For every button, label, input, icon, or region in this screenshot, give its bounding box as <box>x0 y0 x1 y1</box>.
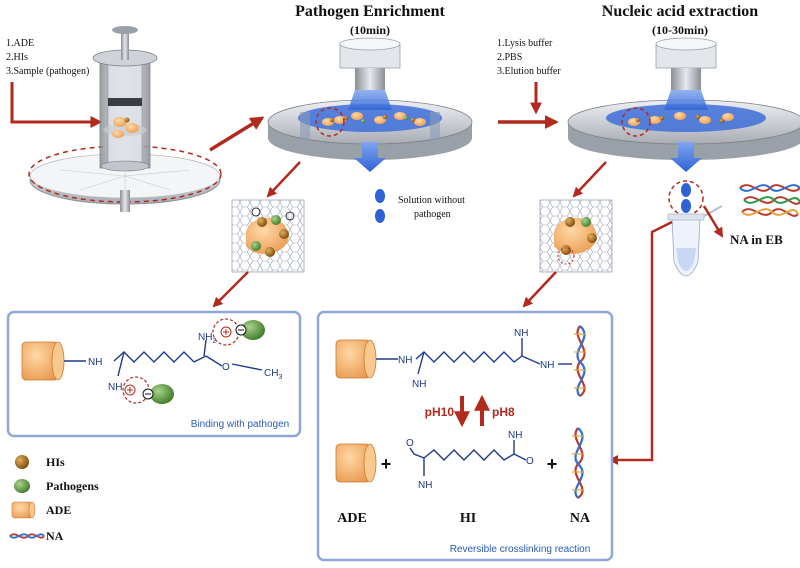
legend-label-na: NA <box>46 529 64 543</box>
mid-input-2: 2.PBS <box>497 52 522 63</box>
eluate-drop-1 <box>681 183 691 197</box>
rev-atom-o1: O <box>406 438 414 449</box>
waste-label-1: Solution without <box>398 195 465 206</box>
legend-label-ade: ADE <box>46 503 71 517</box>
binding-caption: Binding with pathogen <box>191 419 289 430</box>
waste-drop-2 <box>375 209 385 223</box>
collection-tube <box>667 205 723 277</box>
plunger-seal <box>108 98 142 106</box>
left-input-3: 3.Sample (pathogen) <box>6 66 89 77</box>
extraction-title: Nucleic acid extraction <box>602 3 759 20</box>
arrow-to-enrichment <box>209 116 265 152</box>
enrichment-title: Pathogen Enrichment <box>295 3 445 20</box>
waste-drop-1 <box>375 189 385 203</box>
rev-atom-nh-right: NH <box>540 360 554 371</box>
rev-atom-o2: O <box>526 456 534 467</box>
dna-helix-icon <box>9 533 45 539</box>
eluate-drop-2 <box>681 199 691 213</box>
eluate-highlight <box>668 180 704 216</box>
legend-label-his: HIs <box>46 455 65 469</box>
arrow-tube-to-na <box>608 220 673 465</box>
plunger-knob <box>112 26 138 34</box>
extraction-filter-disk <box>567 37 800 172</box>
arrow-to-na-in-eb <box>702 205 724 238</box>
waste-label-2: pathogen <box>414 209 451 220</box>
pathogen-top <box>241 320 265 340</box>
dna-cluster-icon <box>739 184 800 217</box>
pathogen-ellipse-icon <box>14 479 30 493</box>
enrichment-filter-disk <box>267 37 473 172</box>
binding-ade-cylinder-icon <box>21 341 65 381</box>
reversible-caption: Reversible crosslinking reaction <box>450 544 591 555</box>
syringe-device <box>28 26 222 212</box>
binding-panel: NH NH NH2 O CH3 Binding with pathogen <box>6 310 302 438</box>
mid-input-3: 3.Elution buffer <box>497 66 561 77</box>
left-input-list: 1.ADE 2.HIs 3.Sample (pathogen) <box>6 38 89 77</box>
rev-label-hi: HI <box>460 511 476 526</box>
arrow-to-reversible-panel <box>522 271 557 308</box>
rev-atom-nh1: NH <box>398 355 412 366</box>
rev-label-na: NA <box>570 511 591 526</box>
mid-input-1: 1.Lysis buffer <box>497 38 553 49</box>
binding-atom-ch3: CH3 <box>264 368 282 381</box>
ade-cylinder-icon <box>11 501 36 519</box>
rev-ade-cylinder-bottom-icon <box>335 443 377 483</box>
legend-label-pathogens: Pathogens <box>46 479 99 493</box>
mid-input-list: 1.Lysis buffer 2.PBS 3.Elution buffer <box>497 38 561 77</box>
left-input-2: 2.HIs <box>6 52 28 63</box>
rev-atom-nh-imine: NH <box>412 379 426 390</box>
legend: HIs Pathogens ADE NA <box>9 455 99 543</box>
rev-atom-nh-bottom-left: NH <box>418 480 432 491</box>
plunger-rod <box>121 30 129 60</box>
binding-backbone <box>64 351 195 363</box>
ph10-label: pH10 <box>425 405 455 419</box>
pathogen-bottom <box>150 384 174 404</box>
reversible-panel: NH NH NH NH pH10 pH8 + O NH NH O + <box>316 310 614 562</box>
rev-dna-bottom-icon <box>572 427 584 499</box>
rev-ade-cylinder-top-icon <box>335 339 377 379</box>
rev-label-ade: ADE <box>337 511 367 526</box>
rev-plus-1: + <box>381 454 392 474</box>
rev-atom-nh-top: NH <box>514 328 528 339</box>
inset-enrichment <box>231 199 305 273</box>
rev-dna-top-icon <box>574 325 586 397</box>
arrow-to-inset-left <box>266 161 301 198</box>
arrow-to-binding-panel <box>212 271 249 308</box>
his-ball-icon <box>15 455 29 469</box>
enrichment-time: (10min) <box>350 23 390 37</box>
base-disk-highlight <box>28 145 222 203</box>
binding-atom-nh-plus: NH <box>108 382 122 393</box>
left-input-arrow <box>10 82 103 128</box>
inset-extraction <box>539 199 613 273</box>
binding-atom-nh-left: NH <box>88 357 102 368</box>
binding-atom-o: O <box>222 362 230 373</box>
ph8-label: pH8 <box>492 405 515 419</box>
left-input-1: 1.ADE <box>6 38 34 49</box>
rev-atom-nh-bottom-right: NH <box>508 430 522 441</box>
arrow-to-inset-right <box>572 161 607 198</box>
rev-plus-2: + <box>547 454 558 474</box>
na-in-eb-label: NA in EB <box>730 232 783 247</box>
binding-atom-nh2: NH2 <box>198 332 216 345</box>
extraction-time: (10-30min) <box>652 23 708 37</box>
syringe-needle <box>120 190 130 212</box>
